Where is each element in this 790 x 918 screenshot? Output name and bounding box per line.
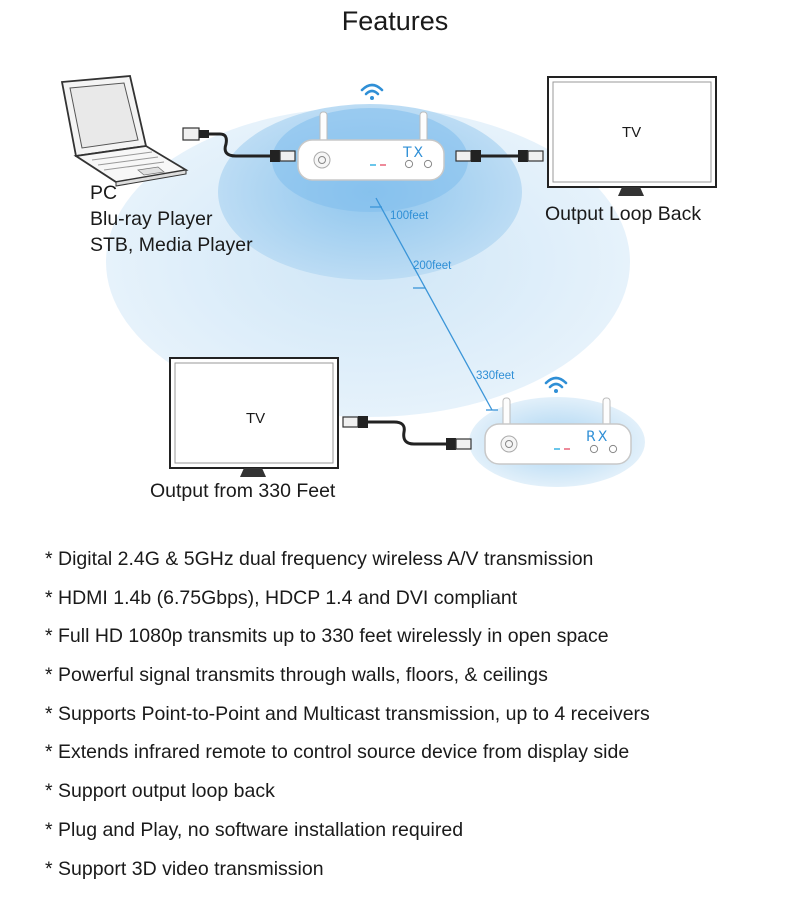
feature-item: * Support output loop back [45,780,275,803]
feature-item: * Full HD 1080p transmits up to 330 feet… [45,625,609,648]
tv-bottom-screen-label: TV [246,410,266,427]
output-loop-back-caption: Output Loop Back [545,203,702,225]
tx-power-icon [313,151,331,169]
feature-item: * Powerful signal transmits through wall… [45,664,548,687]
source-label-line: PC [90,182,118,204]
source-label-line: Blu-ray Player [90,208,213,230]
hdmi-cable-source [182,127,296,162]
feature-item: * HDMI 1.4b (6.75Gbps), HDCP 1.4 and DVI… [45,586,518,609]
wifi-icon [360,83,384,100]
tv-bottom-icon [169,357,339,477]
feature-item: * Supports Point-to-Point and Multicast … [45,702,650,725]
laptop-icon [60,75,189,187]
feature-item: * Plug and Play, no software installatio… [45,818,464,841]
feature-item: * Support 3D video transmission [45,857,324,880]
tv-top-screen-label: TV [622,124,642,141]
page-title: Features [341,6,449,36]
hdmi-cable-output [342,416,472,450]
rx-label: RX [586,429,609,445]
tv-top-icon [547,76,717,196]
distance-line [375,197,493,411]
distance-100ft: 100feet [390,210,429,222]
rx-receiver: RX [484,397,632,465]
hdmi-cable-loop [455,150,544,162]
distance-200ft: 200feet [413,260,452,272]
tx-transmitter: TX [297,111,445,181]
wireless-hdmi-diagram: TX [60,75,717,487]
feature-item: * Extends infrared remote to control sou… [45,741,630,764]
rx-power-icon [500,435,518,453]
tx-label: TX [402,145,425,161]
wifi-icon [544,376,568,393]
features-list: * Digital 2.4G & 5GHz dual frequency wir… [45,546,650,894]
source-label-line: STB, Media Player [90,234,253,256]
source-devices-label: PC Blu-ray Player STB, Media Player [90,180,253,258]
feature-item: * Digital 2.4G & 5GHz dual frequency wir… [45,548,594,570]
distance-330ft: 330feet [476,370,515,382]
output-330-caption: Output from 330 Feet [150,480,336,502]
